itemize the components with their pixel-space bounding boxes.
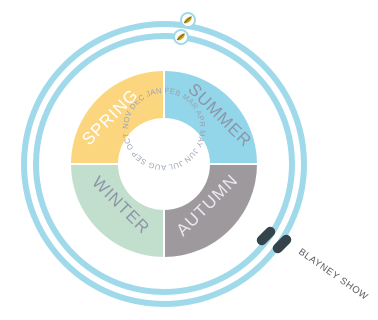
center-hub bbox=[118, 118, 210, 210]
leaf-icon bbox=[173, 29, 189, 45]
leaf-icon bbox=[180, 12, 196, 28]
event-marker bbox=[256, 226, 276, 246]
outer-ring bbox=[21, 21, 307, 307]
event-marker bbox=[272, 234, 292, 254]
inner-ring bbox=[33, 33, 295, 295]
event-label: BLAYNEY SHOW bbox=[296, 246, 370, 302]
